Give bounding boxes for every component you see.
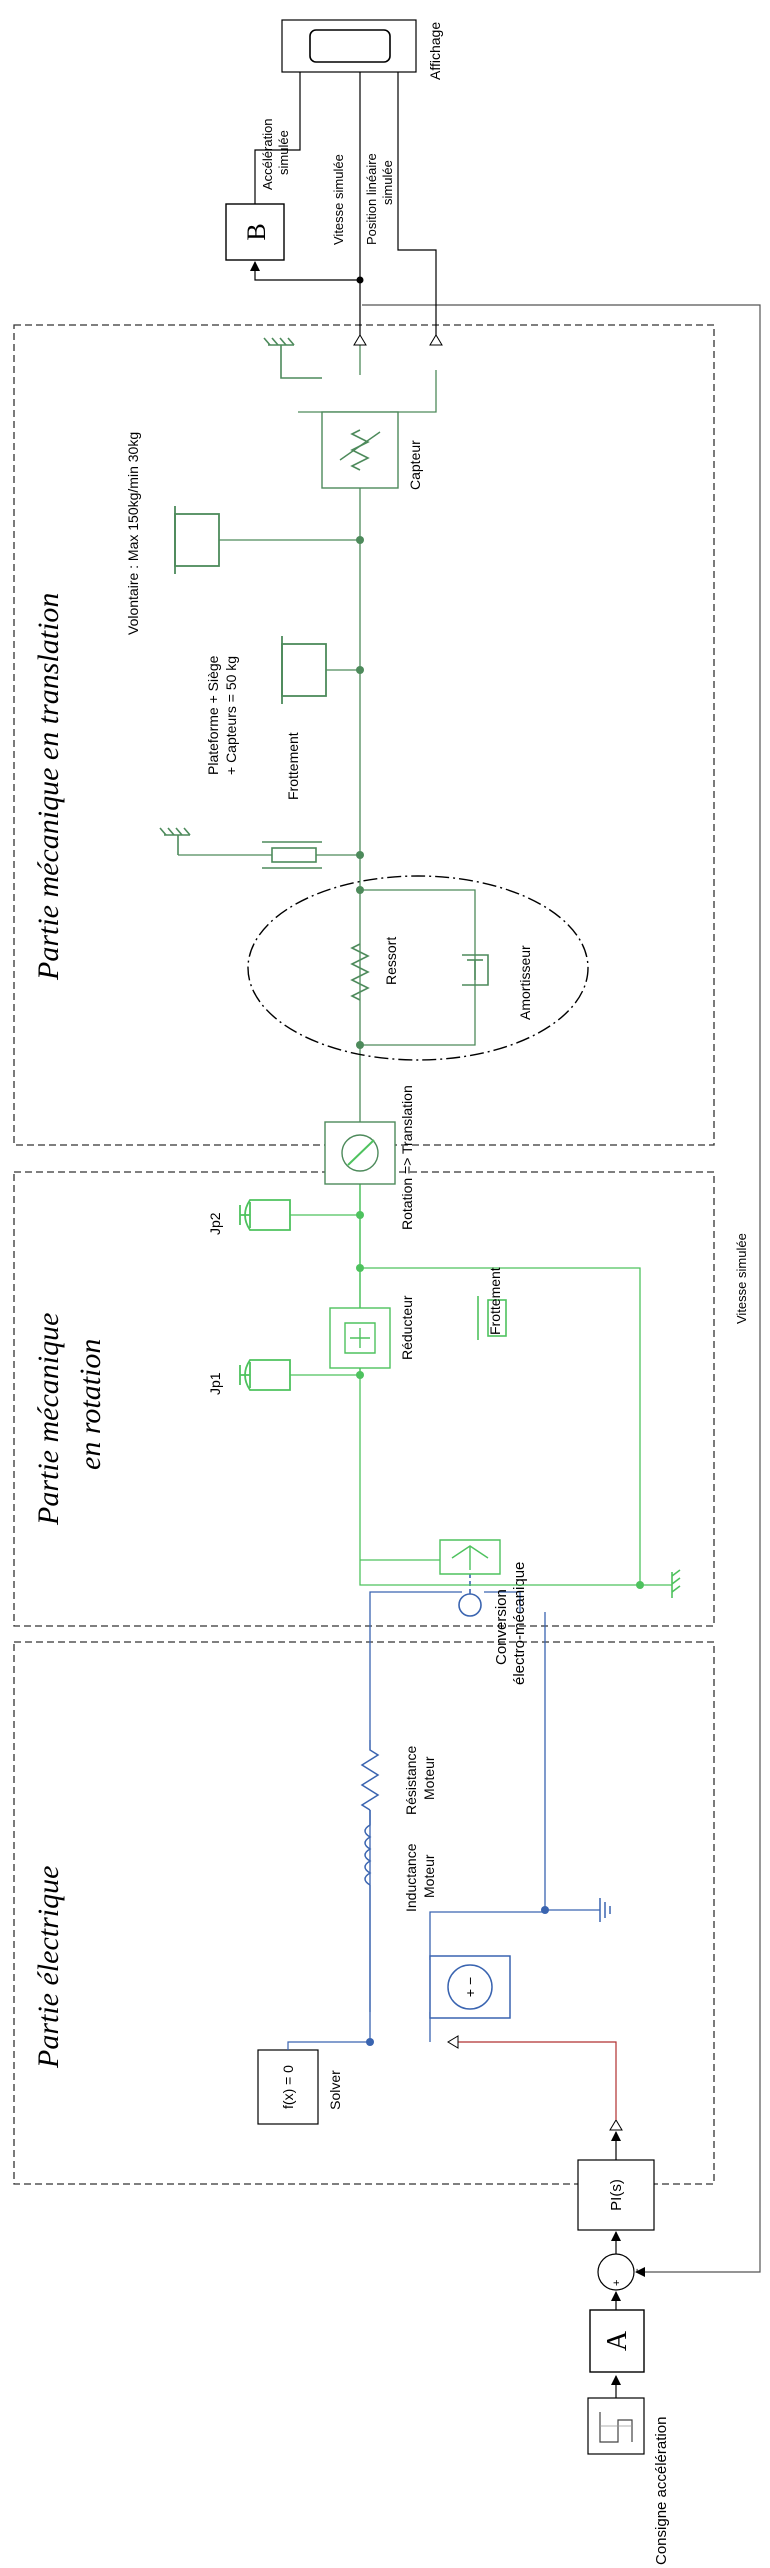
- translation-ground-icon-sensor: [263, 337, 322, 379]
- solver-block[interactable]: f(x) = 0: [257, 2049, 319, 2125]
- electrical-node-right: [541, 1906, 549, 1914]
- translation-friction-icon: [262, 841, 322, 869]
- conversion-label-line2: électro-mécanique: [511, 1562, 528, 1685]
- translation-node-volunteer: [356, 536, 364, 544]
- rotation-network: [290, 1162, 672, 1586]
- gain-a-label: A: [602, 2330, 633, 2351]
- position-output-wire: [393, 51, 437, 335]
- rotation-section-frame: [13, 1171, 715, 1627]
- translation-friction-label: Frottement: [285, 732, 301, 800]
- converter-input-port-arrow: [447, 2035, 459, 2049]
- gain-a-block[interactable]: A: [589, 2309, 645, 2373]
- rotation-friction-label: Frottement: [487, 1267, 503, 1335]
- display-block[interactable]: [281, 19, 417, 73]
- solver-label: Solver: [327, 2070, 343, 2110]
- platform-mass-icon[interactable]: [281, 636, 327, 704]
- rotation-node-ground: [636, 1581, 644, 1589]
- solver-connection-wire: [287, 2041, 370, 2050]
- acceleration-label-line2: simulée: [276, 130, 291, 175]
- electrical-ground-icon: [599, 1898, 611, 1922]
- resistance-label-line2: Moteur: [421, 1756, 437, 1800]
- electrical-section-title: Partie électrique: [32, 1866, 65, 2069]
- speed-output-port-arrow: [353, 334, 367, 346]
- position-output-port-arrow: [429, 334, 443, 346]
- rotation-node-jp1: [356, 1371, 364, 1379]
- translation-node-spring-top: [356, 886, 364, 894]
- conversion-label-line1: Conversion: [493, 1589, 510, 1665]
- speed-output-label: Vitesse simulée: [331, 154, 346, 245]
- rotation-friction-icon: [477, 1296, 507, 1340]
- sensor-label: Capteur: [407, 440, 423, 490]
- gain-b-label: B: [242, 223, 271, 240]
- rotation-to-translation-block[interactable]: [324, 1121, 396, 1185]
- jp2-inertia-icon[interactable]: [239, 1199, 291, 1231]
- sensor-block[interactable]: [321, 411, 399, 489]
- inductance-label-line2: Moteur: [421, 1854, 437, 1898]
- position-output-label-line2: simulée: [380, 160, 395, 205]
- acceleration-label-line1: Accélération: [260, 118, 275, 190]
- resistance-label-line1: Résistance: [403, 1746, 419, 1815]
- gain-b-block[interactable]: B: [225, 203, 285, 261]
- spring-label: Ressort: [383, 937, 399, 985]
- jp1-inertia-icon[interactable]: [239, 1359, 291, 1391]
- translation-ground-icon-friction: [159, 827, 191, 855]
- pi-output-port-arrow: [609, 2119, 623, 2131]
- volunteer-label: Volontaire : Max 150kg/min 30kg: [125, 432, 141, 635]
- speed-feedback-label: Vitesse simulée: [734, 1233, 749, 1324]
- reducer-block[interactable]: [329, 1307, 391, 1369]
- sum-plus-sign: +: [611, 2280, 623, 2286]
- reducer-label: Réducteur: [399, 1295, 415, 1360]
- speed-feedback-wire: [362, 304, 761, 2277]
- pi-controller-block[interactable]: PI(s): [577, 2159, 655, 2231]
- jp1-label: Jp1: [207, 1372, 223, 1395]
- voltage-source[interactable]: + −: [429, 1955, 511, 2019]
- display-label: Affichage: [427, 22, 443, 80]
- translation-node-spring-bottom: [356, 1041, 364, 1049]
- translation-node-friction: [356, 851, 364, 859]
- electrical-section-frame: [13, 1641, 715, 2185]
- solver-expression: f(x) = 0: [280, 2065, 296, 2109]
- platform-label-line2: + Capteurs = 50 kg: [223, 656, 239, 775]
- rotation-section-title-line2: en rotation: [74, 1339, 107, 1470]
- resistor-icon: [360, 1740, 380, 1811]
- rotation-section-title-line1: Partie mécanique: [32, 1313, 65, 1526]
- rotation-to-translation-label: Rotation => Translation: [399, 1085, 415, 1230]
- rotation-ground-icon: [671, 1569, 681, 1598]
- position-output-label-line1: Position linéaire: [364, 153, 379, 245]
- damper-icon: [462, 954, 489, 986]
- platform-label-line1: Plateforme + Siège: [205, 655, 221, 775]
- setpoint-label: Consigne accélération: [653, 2417, 670, 2565]
- inductor-icon: [364, 1810, 372, 1886]
- speed-to-b-wire: [250, 261, 360, 281]
- translation-section-title: Partie mécanique en translation: [32, 593, 65, 981]
- jp2-label: Jp2: [207, 1212, 223, 1235]
- damper-label: Amortisseur: [517, 945, 533, 1020]
- inductance-label-line1: Inductance: [403, 1843, 419, 1912]
- pi-label: PI(s): [608, 2179, 625, 2211]
- svg-text:+ −: + −: [462, 1977, 478, 1997]
- speed-branch-node: [356, 276, 364, 284]
- electromechanical-converter[interactable]: [439, 1539, 501, 1617]
- volunteer-mass-icon[interactable]: [174, 506, 220, 574]
- translation-node-platform: [356, 666, 364, 674]
- spring-damper-group-ellipse: [247, 875, 589, 1061]
- electrical-node-left: [366, 2038, 374, 2046]
- spring-icon: [350, 943, 370, 1001]
- setpoint-block[interactable]: [587, 2397, 645, 2455]
- acceleration-output-wire: [254, 51, 305, 204]
- command-signal-wire: [458, 2041, 617, 2120]
